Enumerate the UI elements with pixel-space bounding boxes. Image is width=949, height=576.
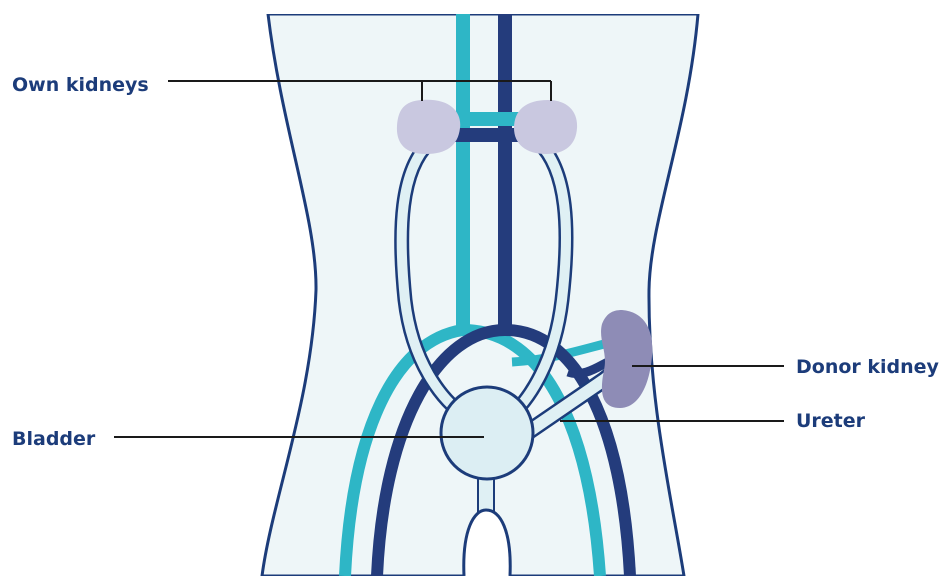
own-kidney-right bbox=[514, 100, 577, 154]
ureter-label: Ureter bbox=[796, 410, 865, 432]
own-kidneys-label: Own kidneys bbox=[12, 74, 149, 96]
top-mask bbox=[260, 10, 706, 14]
donor-kidney-label: Donor kidney bbox=[796, 356, 939, 378]
bladder-neck bbox=[478, 476, 494, 512]
own-kidney-left bbox=[397, 100, 460, 154]
bladder bbox=[441, 387, 533, 479]
bladder-label: Bladder bbox=[12, 428, 95, 450]
